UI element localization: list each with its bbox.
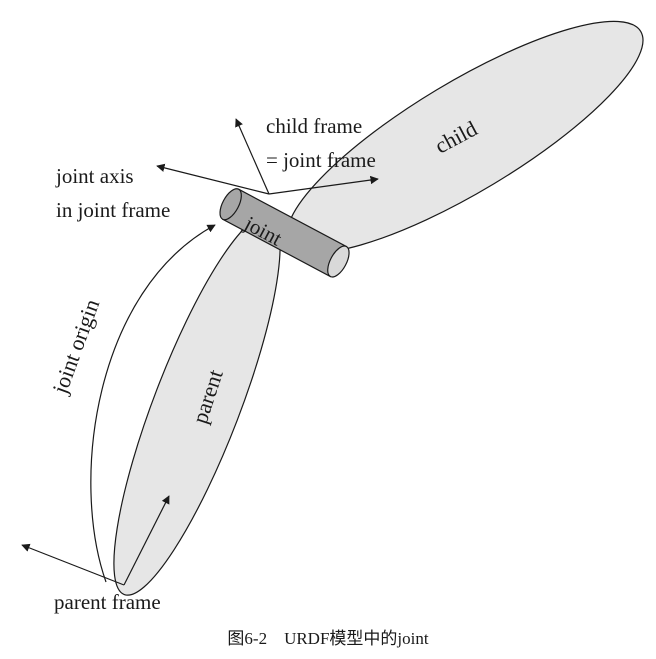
joint-frame-x-arrow <box>268 175 379 195</box>
joint-origin-label: joint origin <box>47 296 104 398</box>
joint-axis-label-line2: in joint frame <box>56 198 170 222</box>
parent-frame-x-arrow <box>21 543 125 586</box>
figure-caption: 图6-2 URDF模型中的joint <box>227 629 429 648</box>
child-frame-label-line2: = joint frame <box>266 148 376 172</box>
joint-frame-z-arrow <box>235 118 270 195</box>
parent-frame-label: parent frame <box>54 590 161 614</box>
joint-cylinder <box>219 188 350 278</box>
child-frame-label-line1: child frame <box>266 114 362 138</box>
joint-origin-arrow <box>90 224 216 583</box>
joint-axis-label-line1: joint axis <box>55 164 134 188</box>
parent-frame-y-arrow <box>123 495 170 586</box>
joint-axis-arrow <box>156 163 270 195</box>
